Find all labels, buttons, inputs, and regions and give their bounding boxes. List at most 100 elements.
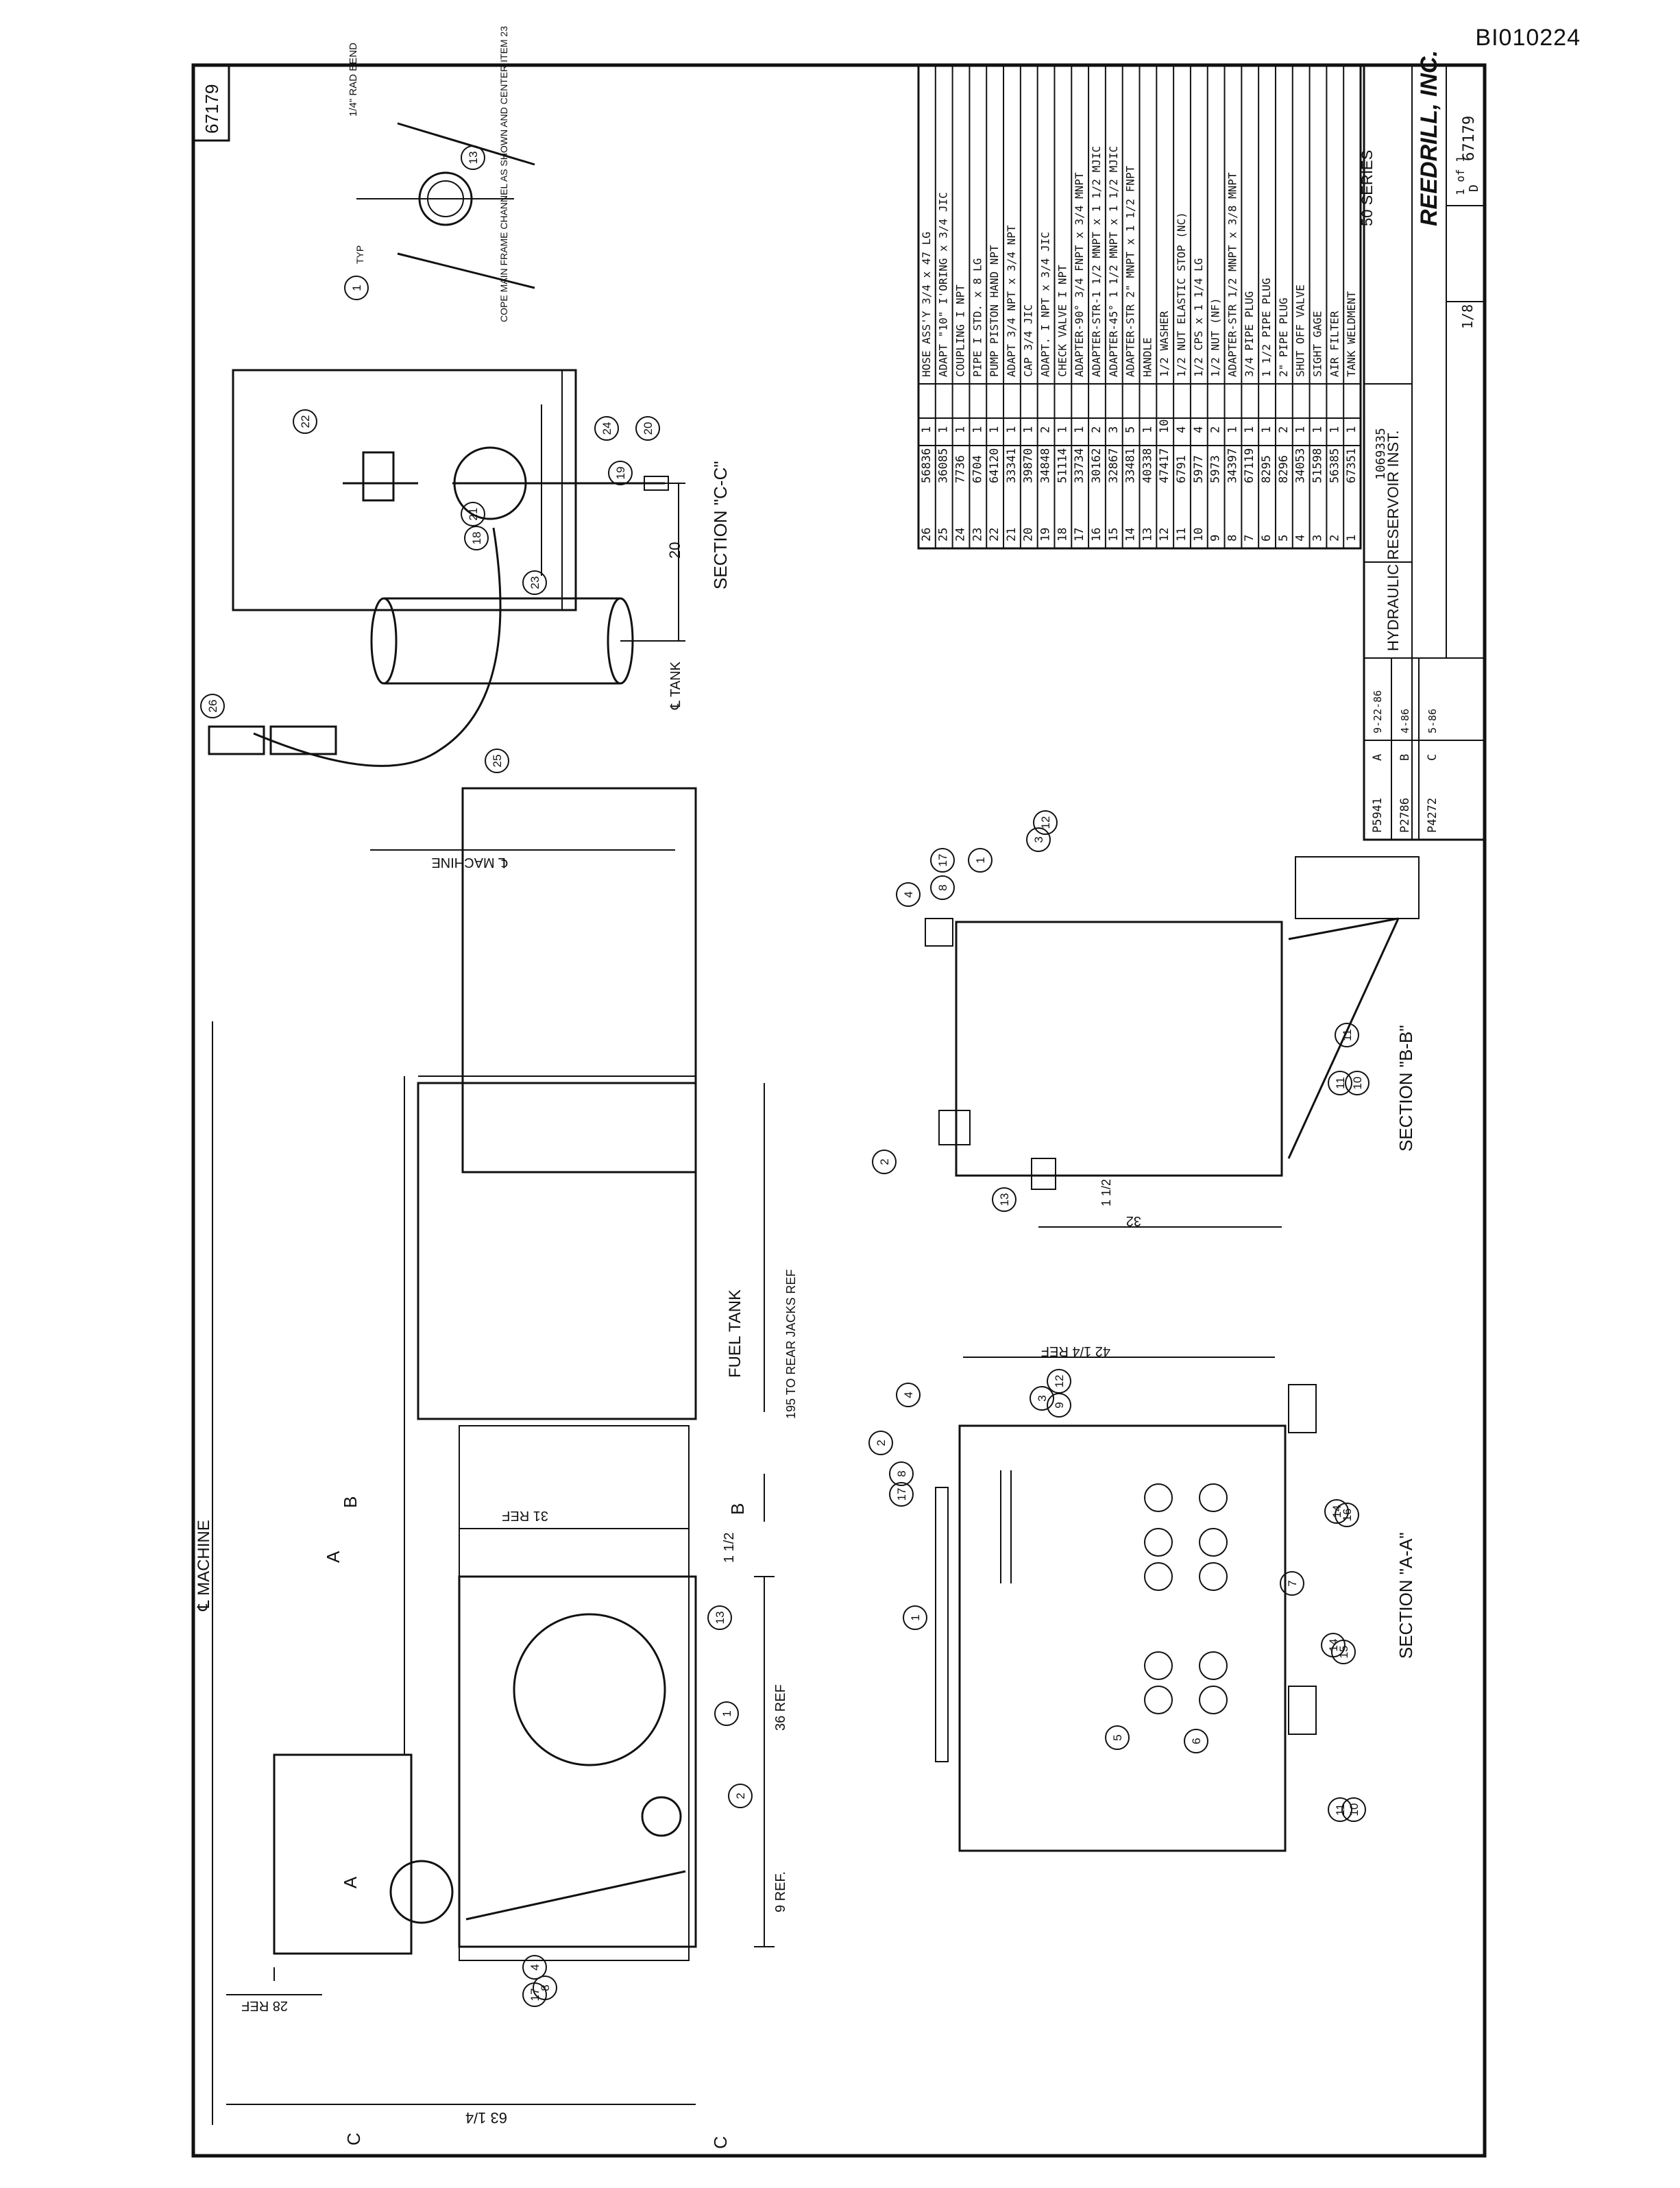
balloon-label: 3: [1032, 836, 1045, 842]
parts-row-qty: 1: [1243, 426, 1256, 433]
parts-row-item: 16: [1090, 528, 1104, 542]
balloon-20: [635, 416, 660, 441]
section-bb-title: SECTION "B-B": [1396, 1025, 1416, 1152]
parts-row-qty: 2: [1277, 426, 1291, 433]
parts-row-item: 10: [1192, 528, 1206, 542]
balloon-label: 17: [936, 854, 949, 867]
parts-row-qty: 1: [1022, 426, 1036, 433]
balloon-label: 6: [1190, 1738, 1203, 1744]
parts-row-qty: 2: [1090, 426, 1104, 433]
balloon-4: [522, 1955, 547, 1980]
title-dwg-number: 67179: [1461, 116, 1478, 161]
sheet-border: [191, 63, 1487, 2158]
balloon-label: 11: [1334, 1803, 1347, 1816]
parts-row-item: 22: [988, 528, 1001, 542]
parts-row-item: 15: [1107, 528, 1121, 542]
revision-letter: C: [1426, 754, 1439, 761]
balloon-label: 5: [1111, 1734, 1124, 1740]
parts-row-item: 11: [1175, 528, 1189, 542]
title-block-title: HYDRAULIC RESERVOIR INST.: [1385, 430, 1402, 651]
parts-row-qty: 1: [1311, 426, 1324, 433]
balloon-label: 8: [895, 1470, 908, 1476]
balloon-label: 2: [875, 1439, 888, 1446]
parts-row-item: 26: [920, 528, 934, 542]
balloon-label: 8: [936, 884, 949, 890]
revision-letter: B: [1398, 754, 1412, 761]
revision-date: 4-86: [1399, 709, 1411, 733]
balloon-label: 11: [1341, 1029, 1354, 1041]
balloon-14: [1324, 1499, 1349, 1524]
parts-row-item: 17: [1073, 528, 1086, 542]
balloon-label: 24: [600, 422, 613, 435]
parts-row-qty: 1: [1260, 426, 1274, 433]
balloon-4: [896, 1383, 921, 1407]
parts-row-description: HANDLE: [1141, 337, 1154, 377]
parts-row-part-number: 5973: [1209, 455, 1223, 483]
balloon-label: 10: [1348, 1803, 1361, 1816]
plan-dim-9: 9 REF.: [773, 1871, 788, 1912]
balloon-label: 14: [1330, 1505, 1343, 1518]
parts-row-part-number: 51598: [1311, 448, 1324, 483]
balloon-label: 25: [491, 755, 504, 768]
revision-ecn: P5941: [1371, 798, 1385, 833]
parts-row-qty: 10: [1158, 420, 1171, 433]
title-block-series: 50 SERIES: [1359, 150, 1376, 226]
balloon-1: [968, 848, 993, 873]
section-aa-dim-42: 42 1/4 REF: [1041, 1344, 1110, 1359]
revision-ecn: P2786: [1398, 798, 1412, 833]
balloon-label: 12: [1053, 1375, 1066, 1388]
plan-section-c2: C: [710, 2136, 731, 2149]
revision-letter: A: [1371, 754, 1385, 761]
parts-row-qty: 1: [1141, 426, 1154, 433]
balloon-label: 22: [299, 415, 312, 428]
balloon-1: [903, 1605, 927, 1630]
parts-row-part-number: 34053: [1294, 448, 1308, 483]
balloon-label: 1: [909, 1614, 922, 1620]
balloon-label: 15: [1337, 1646, 1350, 1659]
section-aa-title: SECTION "A-A": [1396, 1532, 1416, 1659]
parts-row-qty: 4: [1175, 426, 1189, 433]
revision-block: [1363, 657, 1485, 840]
parts-row-description: CAP 3/4 JIC: [1022, 304, 1035, 377]
parts-row-description: 1/2 WASHER: [1158, 311, 1171, 377]
balloon-label: 17: [528, 1989, 541, 2002]
balloon-label: 4: [902, 891, 915, 897]
sheet-size: D: [1467, 184, 1481, 192]
parts-row-description: COUPLING I NPT: [953, 284, 966, 377]
balloon-8: [930, 875, 955, 900]
job-number: 1069335: [1374, 428, 1388, 480]
document-id: BI010224: [1475, 25, 1581, 51]
balloon-16: [1335, 1503, 1359, 1527]
parts-row-part-number: 5977: [1192, 455, 1206, 483]
scale: 1/8: [1459, 304, 1476, 329]
parts-row-description: ADAPT 3/4 NPT x 3/4 NPT: [1005, 225, 1018, 377]
balloon-label: 26: [206, 700, 219, 713]
section-bb-dim-1: 1 1/2: [1099, 1179, 1113, 1206]
parts-row-item: 2: [1328, 535, 1341, 542]
parts-row-part-number: 67351: [1345, 448, 1359, 483]
parts-row-part-number: 33341: [1005, 448, 1019, 483]
parts-row-part-number: 7736: [953, 455, 967, 483]
balloon-24: [594, 416, 619, 441]
parts-row-description: SIGHT GAGE: [1311, 311, 1324, 377]
balloon-1: [344, 276, 369, 300]
parts-row-qty: 1: [1226, 426, 1239, 433]
balloon-label: 7: [1286, 1580, 1299, 1586]
balloon-3: [1030, 1386, 1054, 1411]
balloon-label: 20: [642, 422, 655, 435]
parts-row-description: 1/2 NUT (NF): [1209, 297, 1222, 377]
parts-row-part-number: 47417: [1158, 448, 1171, 483]
parts-row-item: 18: [1056, 528, 1069, 542]
balloon-label: 9: [1053, 1402, 1066, 1408]
parts-row-qty: 1: [1328, 426, 1341, 433]
parts-row-item: 23: [971, 528, 984, 542]
balloon-label: 16: [1341, 1509, 1354, 1522]
parts-row-description: ADAPTER-STR-1 1/2 MNPT x 1 1/2 MJIC: [1090, 146, 1103, 377]
balloon-17: [930, 848, 955, 873]
balloon-11: [1328, 1071, 1352, 1095]
section-bb-dim-32: 32: [1126, 1213, 1141, 1228]
section-aa-view: 42 1/4 REF SECTION "A-A": [935, 1344, 1416, 1852]
parts-row-part-number: 56836: [920, 448, 934, 483]
parts-row-part-number: 36085: [937, 448, 951, 483]
